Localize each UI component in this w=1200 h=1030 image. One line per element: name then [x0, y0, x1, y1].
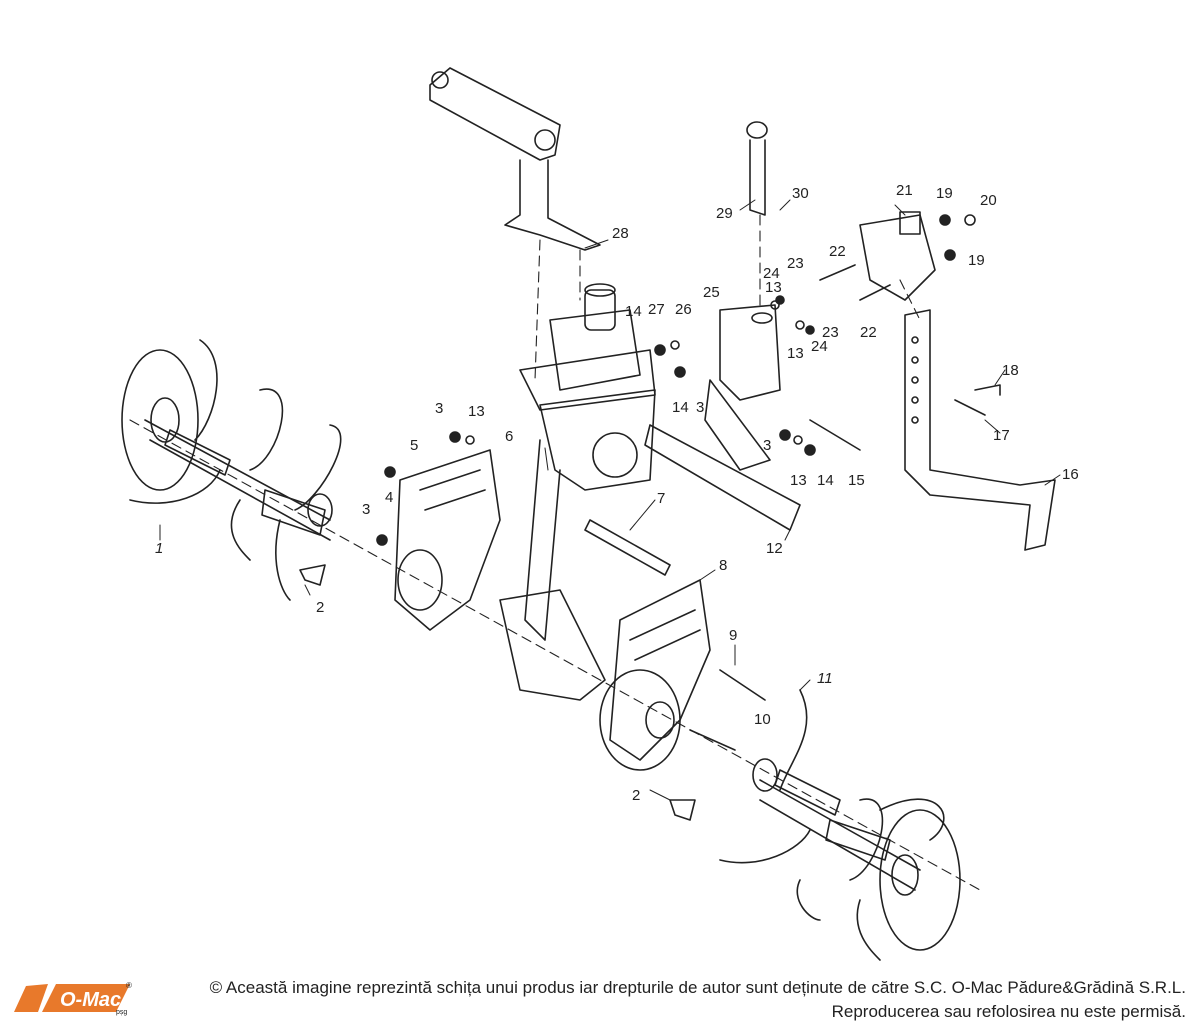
assembly-axis-lines — [129, 214, 981, 891]
part-label-2b: 2 — [632, 787, 640, 804]
part-label-14b: 14 — [672, 399, 689, 416]
part-label-28: 28 — [612, 225, 629, 242]
right-tine-assembly — [719, 689, 961, 961]
exploded-parts-diagram: 1 2 2 3 3 3 3 4 5 6 7 8 9 10 11 12 13 13… — [121, 67, 1079, 961]
part-label-27: 27 — [648, 301, 665, 318]
part-label-17: 17 — [993, 427, 1010, 444]
clip-pin — [299, 564, 696, 821]
gearbox-housing — [499, 283, 656, 701]
footer: O-Mac pșg ® © Această imagine reprezintă… — [0, 972, 1200, 1030]
part-label-12: 12 — [766, 540, 783, 557]
stand-bar — [904, 309, 1056, 551]
part-label-16: 16 — [1062, 466, 1079, 483]
omac-logo: O-Mac pșg ® — [14, 981, 132, 1016]
part-label-5: 5 — [410, 437, 418, 454]
copyright-line-2: Reproducerea sau refolosirea nu este per… — [831, 1002, 1186, 1021]
part-label-19a: 19 — [936, 185, 953, 202]
part-label-21: 21 — [896, 182, 913, 199]
part-label-3d: 3 — [763, 437, 771, 454]
part-label-9: 9 — [729, 627, 737, 644]
part-label-15: 15 — [848, 472, 865, 489]
stand-pin — [954, 384, 1001, 416]
part-label-22a: 22 — [829, 243, 846, 260]
part-label-24a: 24 — [763, 265, 780, 282]
left-tine-assembly — [121, 339, 342, 601]
part-label-30: 30 — [792, 185, 809, 202]
part-label-26: 26 — [675, 301, 692, 318]
part-label-13c: 13 — [787, 345, 804, 362]
part-label-2a: 2 — [316, 599, 324, 616]
part-labels: 1 2 2 3 3 3 3 4 5 6 7 8 9 10 11 12 13 13… — [155, 182, 1079, 804]
part-label-20: 20 — [980, 192, 997, 209]
bolts — [689, 264, 891, 751]
handle-mount — [429, 67, 601, 251]
part-label-7: 7 — [657, 490, 665, 507]
right-hub — [599, 669, 681, 771]
left-tine-cover — [394, 449, 501, 631]
part-label-13a: 13 — [468, 403, 485, 420]
part-label-10: 10 — [754, 711, 771, 728]
bracket-plate — [644, 424, 801, 531]
part-label-24b: 24 — [811, 338, 828, 355]
copyright-line-1: © Această imagine reprezintă schița unui… — [209, 978, 1186, 997]
clamp-block — [859, 211, 936, 301]
part-label-22b: 22 — [860, 324, 877, 341]
hitch-pin — [746, 121, 768, 216]
svg-text:®: ® — [126, 981, 132, 990]
part-label-3c: 3 — [696, 399, 704, 416]
part-label-25: 25 — [703, 284, 720, 301]
leader-lines — [159, 199, 1061, 801]
part-label-8: 8 — [719, 557, 727, 574]
part-label-3a: 3 — [435, 400, 443, 417]
part-label-14c: 14 — [817, 472, 834, 489]
part-label-14a: 14 — [625, 303, 642, 320]
part-label-1: 1 — [155, 540, 163, 557]
part-label-3b: 3 — [362, 501, 370, 518]
part-label-4: 4 — [385, 489, 393, 506]
hitch-bracket — [704, 304, 781, 471]
axle-shaft — [584, 519, 671, 576]
part-label-11: 11 — [817, 670, 833, 687]
part-label-29: 29 — [716, 205, 733, 222]
part-label-23a: 23 — [787, 255, 804, 272]
svg-text:pșg: pșg — [116, 1009, 127, 1016]
part-label-19b: 19 — [968, 252, 985, 269]
part-label-13b: 13 — [765, 279, 782, 296]
part-label-13d: 13 — [790, 472, 807, 489]
part-label-18: 18 — [1002, 362, 1019, 379]
copyright-notice: © Această imagine reprezintă schița unui… — [136, 976, 1186, 1024]
part-label-6: 6 — [505, 428, 513, 445]
nuts-washers — [376, 214, 976, 546]
svg-text:O-Mac: O-Mac — [60, 989, 121, 1011]
part-label-23b: 23 — [822, 324, 839, 341]
